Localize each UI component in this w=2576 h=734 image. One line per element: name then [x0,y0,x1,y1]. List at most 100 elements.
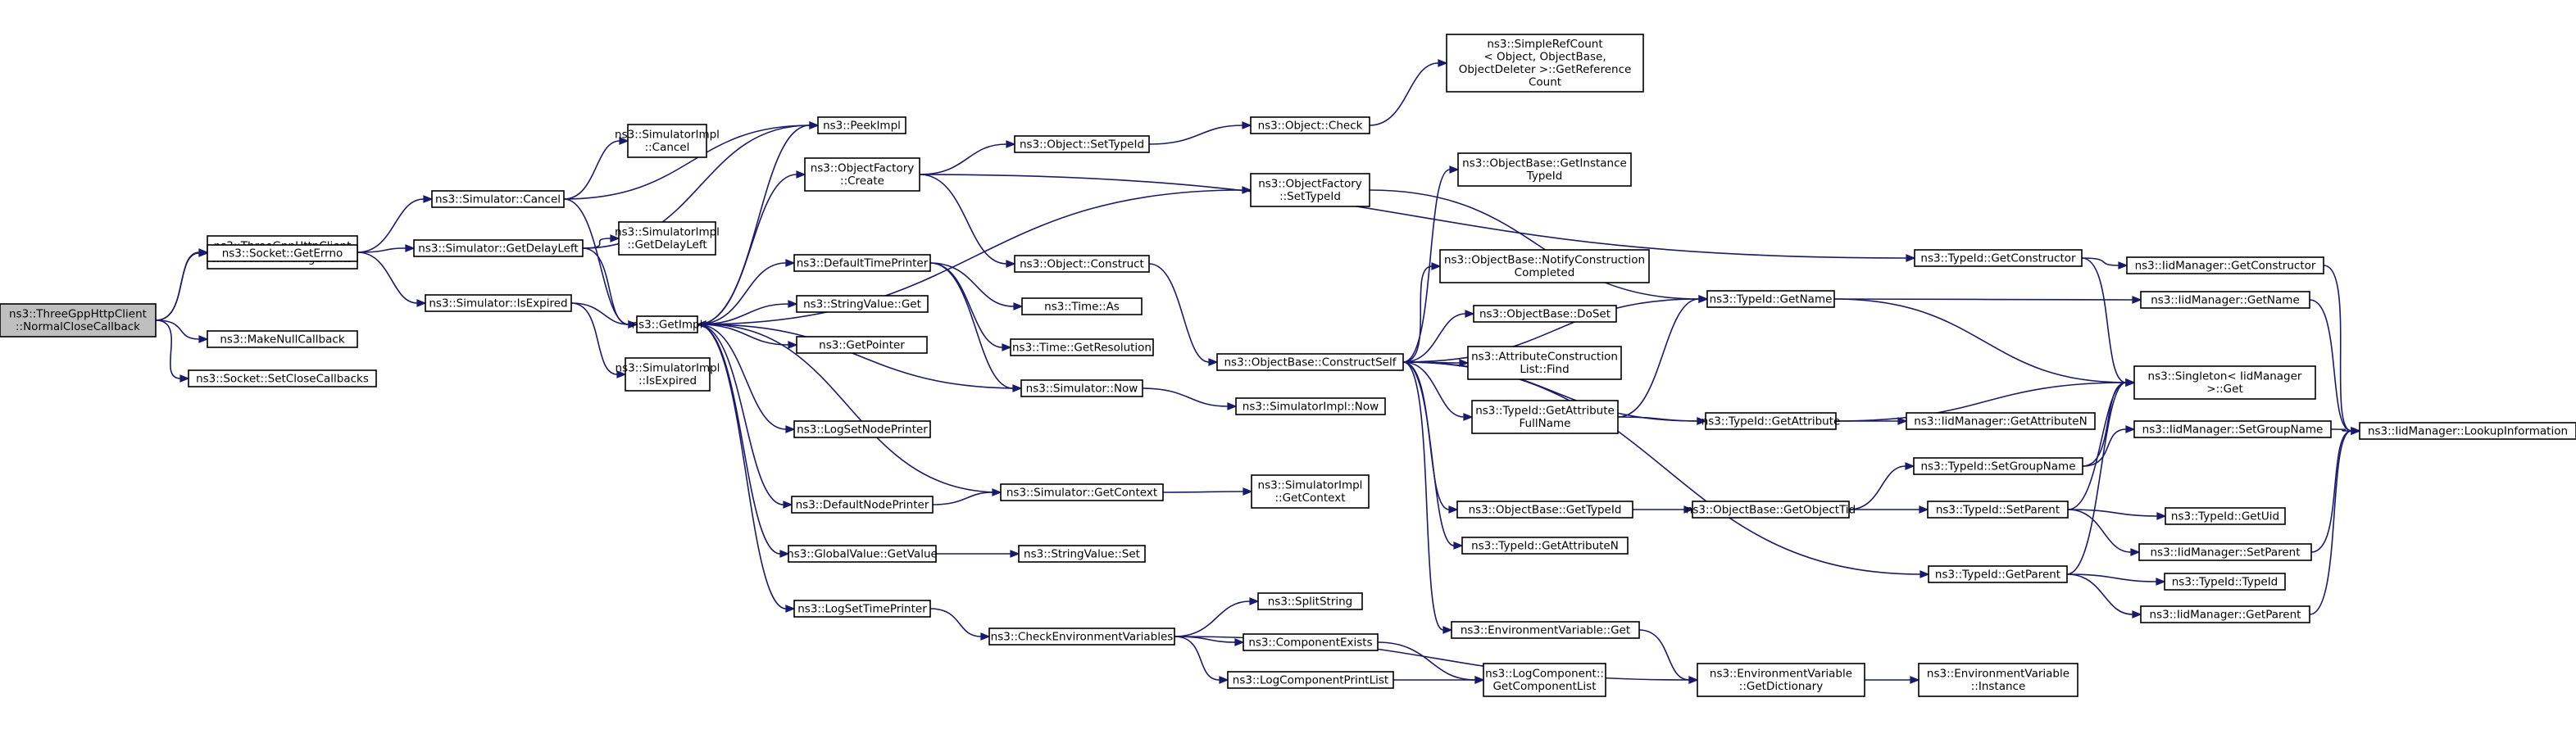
node-simCancel[interactable]: ns3::Simulator::Cancel [431,190,565,208]
node-strValSet[interactable]: ns3::StringValue::Set [1018,545,1146,563]
node-tidSetGroup[interactable]: ns3::TypeId::SetGroupName [1913,457,2083,475]
node-box [796,295,929,313]
node-iidSetParent[interactable]: ns3::IidManager::SetParent [2138,543,2312,561]
node-box [1467,346,1622,380]
node-tidGetName[interactable]: ns3::TypeId::GetName [1706,290,1835,308]
node-tidTypeId[interactable]: ns3::TypeId::TypeId [2164,573,2286,591]
node-envGetDict[interactable]: ns3::EnvironmentVariable::GetDictionary [1697,663,1865,697]
node-label: ns3::ObjectBase::ConstructSelf [1224,356,1397,369]
node-simExpired[interactable]: ns3::Simulator::IsExpired [425,294,572,312]
edge-line [1833,298,2127,383]
node-implGetCtx[interactable]: ns3::SimulatorImpl::GetContext [1251,474,1370,509]
edge-arrowhead [796,170,806,179]
node-envInstance[interactable]: ns3::EnvironmentVariable::Instance [1918,663,2079,697]
node-tidGetAttrN[interactable]: ns3::TypeId::GetAttributeN [1461,537,1629,555]
node-logSetTime[interactable]: ns3::LogSetTimePrinter [793,600,931,618]
node-box [1014,255,1150,273]
node-compExists[interactable]: ns3::ComponentExists [1243,633,1379,651]
node-objSetTypeId[interactable]: ns3::Object::SetTypeId [1014,135,1150,153]
node-simpleRef[interactable]: ns3::SimpleRefCount< Object, ObjectBase,… [1446,34,1644,93]
node-peekImpl[interactable]: ns3::PeekImpl [817,116,906,134]
node-splitString[interactable]: ns3::SplitString [1257,592,1363,610]
node-tidSetParent[interactable]: ns3::TypeId::SetParent [1927,501,2069,519]
node-iidGetParent[interactable]: ns3::IidManager::GetParent [2140,605,2310,623]
node-box [618,221,716,256]
node-label: Count [1529,76,1561,89]
edge-checkEnv-to-splitString [1174,597,1260,637]
edge-arrowhead [696,320,706,328]
node-tidGetParent[interactable]: ns3::TypeId::GetParent [1928,565,2068,583]
edge-arrowhead [1006,140,1016,148]
node-label: ns3::Simulator::Cancel [435,193,561,206]
node-envGet[interactable]: ns3::EnvironmentVariable::Get [1451,621,1640,639]
edge-line [2067,382,2127,510]
node-defTimePrinter[interactable]: ns3::DefaultTimePrinter [793,254,931,272]
node-implCancel[interactable]: ns3::SimulatorImpl::Cancel [615,124,720,158]
node-gvGetValue[interactable]: ns3::GlobalValue::GetValue [787,545,938,563]
node-obGetTid[interactable]: ns3::ObjectBase::GetTypeId [1456,501,1633,519]
node-iidSetGroup[interactable]: ns3::IidManager::SetGroupName [2133,420,2332,438]
node-box [1020,379,1143,397]
edge-line [697,174,797,325]
node-implNow[interactable]: ns3::SimulatorImpl::Now [1235,397,1386,415]
node-tidGetAttr[interactable]: ns3::TypeId::GetAttribute [1701,412,1841,430]
node-simGetCtx[interactable]: ns3::Simulator::GetContext [1000,483,1164,501]
node-checkEnv[interactable]: ns3::CheckEnvironmentVariables [988,628,1175,646]
node-objCheck[interactable]: ns3::Object::Check [1250,116,1370,134]
edge-arrowhead [628,320,638,328]
node-getErrno[interactable]: ns3::Socket::GetErrno [207,244,358,262]
node-iidGetAttrN[interactable]: ns3::IidManager::GetAttributeN [1906,412,2096,430]
node-box [793,254,931,272]
node-logCompPrint[interactable]: ns3::LogComponentPrintList [1227,671,1394,689]
edge-simExpired-to-implExpired [570,302,627,378]
node-timeAs[interactable]: ns3::Time::As [1021,297,1143,315]
edge-tidSetParent-to-tidGetUid [2067,509,2167,520]
node-simDelay[interactable]: ns3::Simulator::GetDelayLeft [413,239,584,257]
node-tidGetUid[interactable]: ns3::TypeId::GetUid [2165,507,2286,525]
node-label: ns3::ObjectBase::DoSet [1479,307,1611,320]
node-objConstruct[interactable]: ns3::Object::Construct [1014,255,1150,273]
node-obGetObjTid[interactable]: ns3::ObjectBase::GetObjectTid [1686,501,1856,519]
edge-simGetCtx-to-implGetCtx [1162,487,1253,496]
node-logSetNode[interactable]: ns3::LogSetNodePrinter [793,420,931,438]
node-label: ns3::TypeId::TypeId [2172,575,2278,588]
node-makeNull[interactable]: ns3::MakeNullCallback [207,330,358,348]
node-objFactSetTid[interactable]: ns3::ObjectFactory::SetTypeId [1250,173,1370,207]
node-obDoSet[interactable]: ns3::ObjectBase::DoSet [1473,305,1617,323]
edge-arrowhead [2351,427,2361,435]
node-simNow[interactable]: ns3::Simulator::Now [1020,379,1143,397]
node-iidGetCtor[interactable]: ns3::IidManager::GetConstructor [2126,256,2324,274]
node-singletonGet[interactable]: ns3::Singleton< IidManager >::Get [2133,365,2316,400]
node-implDelay[interactable]: ns3::SimulatorImpl::GetDelayLeft [615,221,720,256]
node-getPointer[interactable]: ns3::GetPointer [796,336,928,354]
node-implExpired[interactable]: ns3::SimulatorImpl::IsExpired [616,357,720,392]
edge-tidGetParent-to-tidTypeId [2066,573,2166,586]
node-setClose[interactable]: ns3::Socket::SetCloseCallbacks [188,369,377,387]
node-obNotify[interactable]: ns3::ObjectBase::NotifyConstructionCompl… [1439,249,1650,283]
node-box [627,124,707,158]
node-label: ns3::LogSetTimePrinter [797,602,927,615]
edge-getImpl-to-gvGetValue [697,324,790,558]
node-timeRes[interactable]: ns3::Time::GetResolution [1010,338,1154,356]
node-iidLookup[interactable]: ns3::IidManager::LookupInformation [2359,422,2576,440]
edge-arrowhead [788,341,798,349]
node-label: ns3::Simulator::IsExpired [429,297,567,310]
node-iidGetName[interactable]: ns3::IidManager::GetName [2140,291,2310,309]
node-tidGetCtor[interactable]: ns3::TypeId::GetConstructor [1914,249,2083,267]
node-label: ns3::LogSetNodePrinter [797,423,928,436]
edge-line [1402,313,1466,363]
node-strValGet[interactable]: ns3::StringValue::Get [796,295,929,313]
node-box [1471,400,1619,434]
node-root[interactable]: ns3::ThreeGppHttpClient::NormalCloseCall… [0,303,157,338]
node-obConstructSelf[interactable]: ns3::ObjectBase::ConstructSelf [1216,353,1404,371]
node-logCompGetList[interactable]: ns3::LogComponent::GetComponentList [1483,663,1606,697]
edge-arrowhead [1465,310,1475,318]
node-getImpl[interactable]: ns3::GetImpl [632,315,703,333]
node-objFactCreate[interactable]: ns3::ObjectFactory::Create [804,157,920,192]
node-defNodePrinter[interactable]: ns3::DefaultNodePrinter [791,496,934,514]
node-box [988,628,1175,646]
edge-arrowhead [2125,425,2136,433]
